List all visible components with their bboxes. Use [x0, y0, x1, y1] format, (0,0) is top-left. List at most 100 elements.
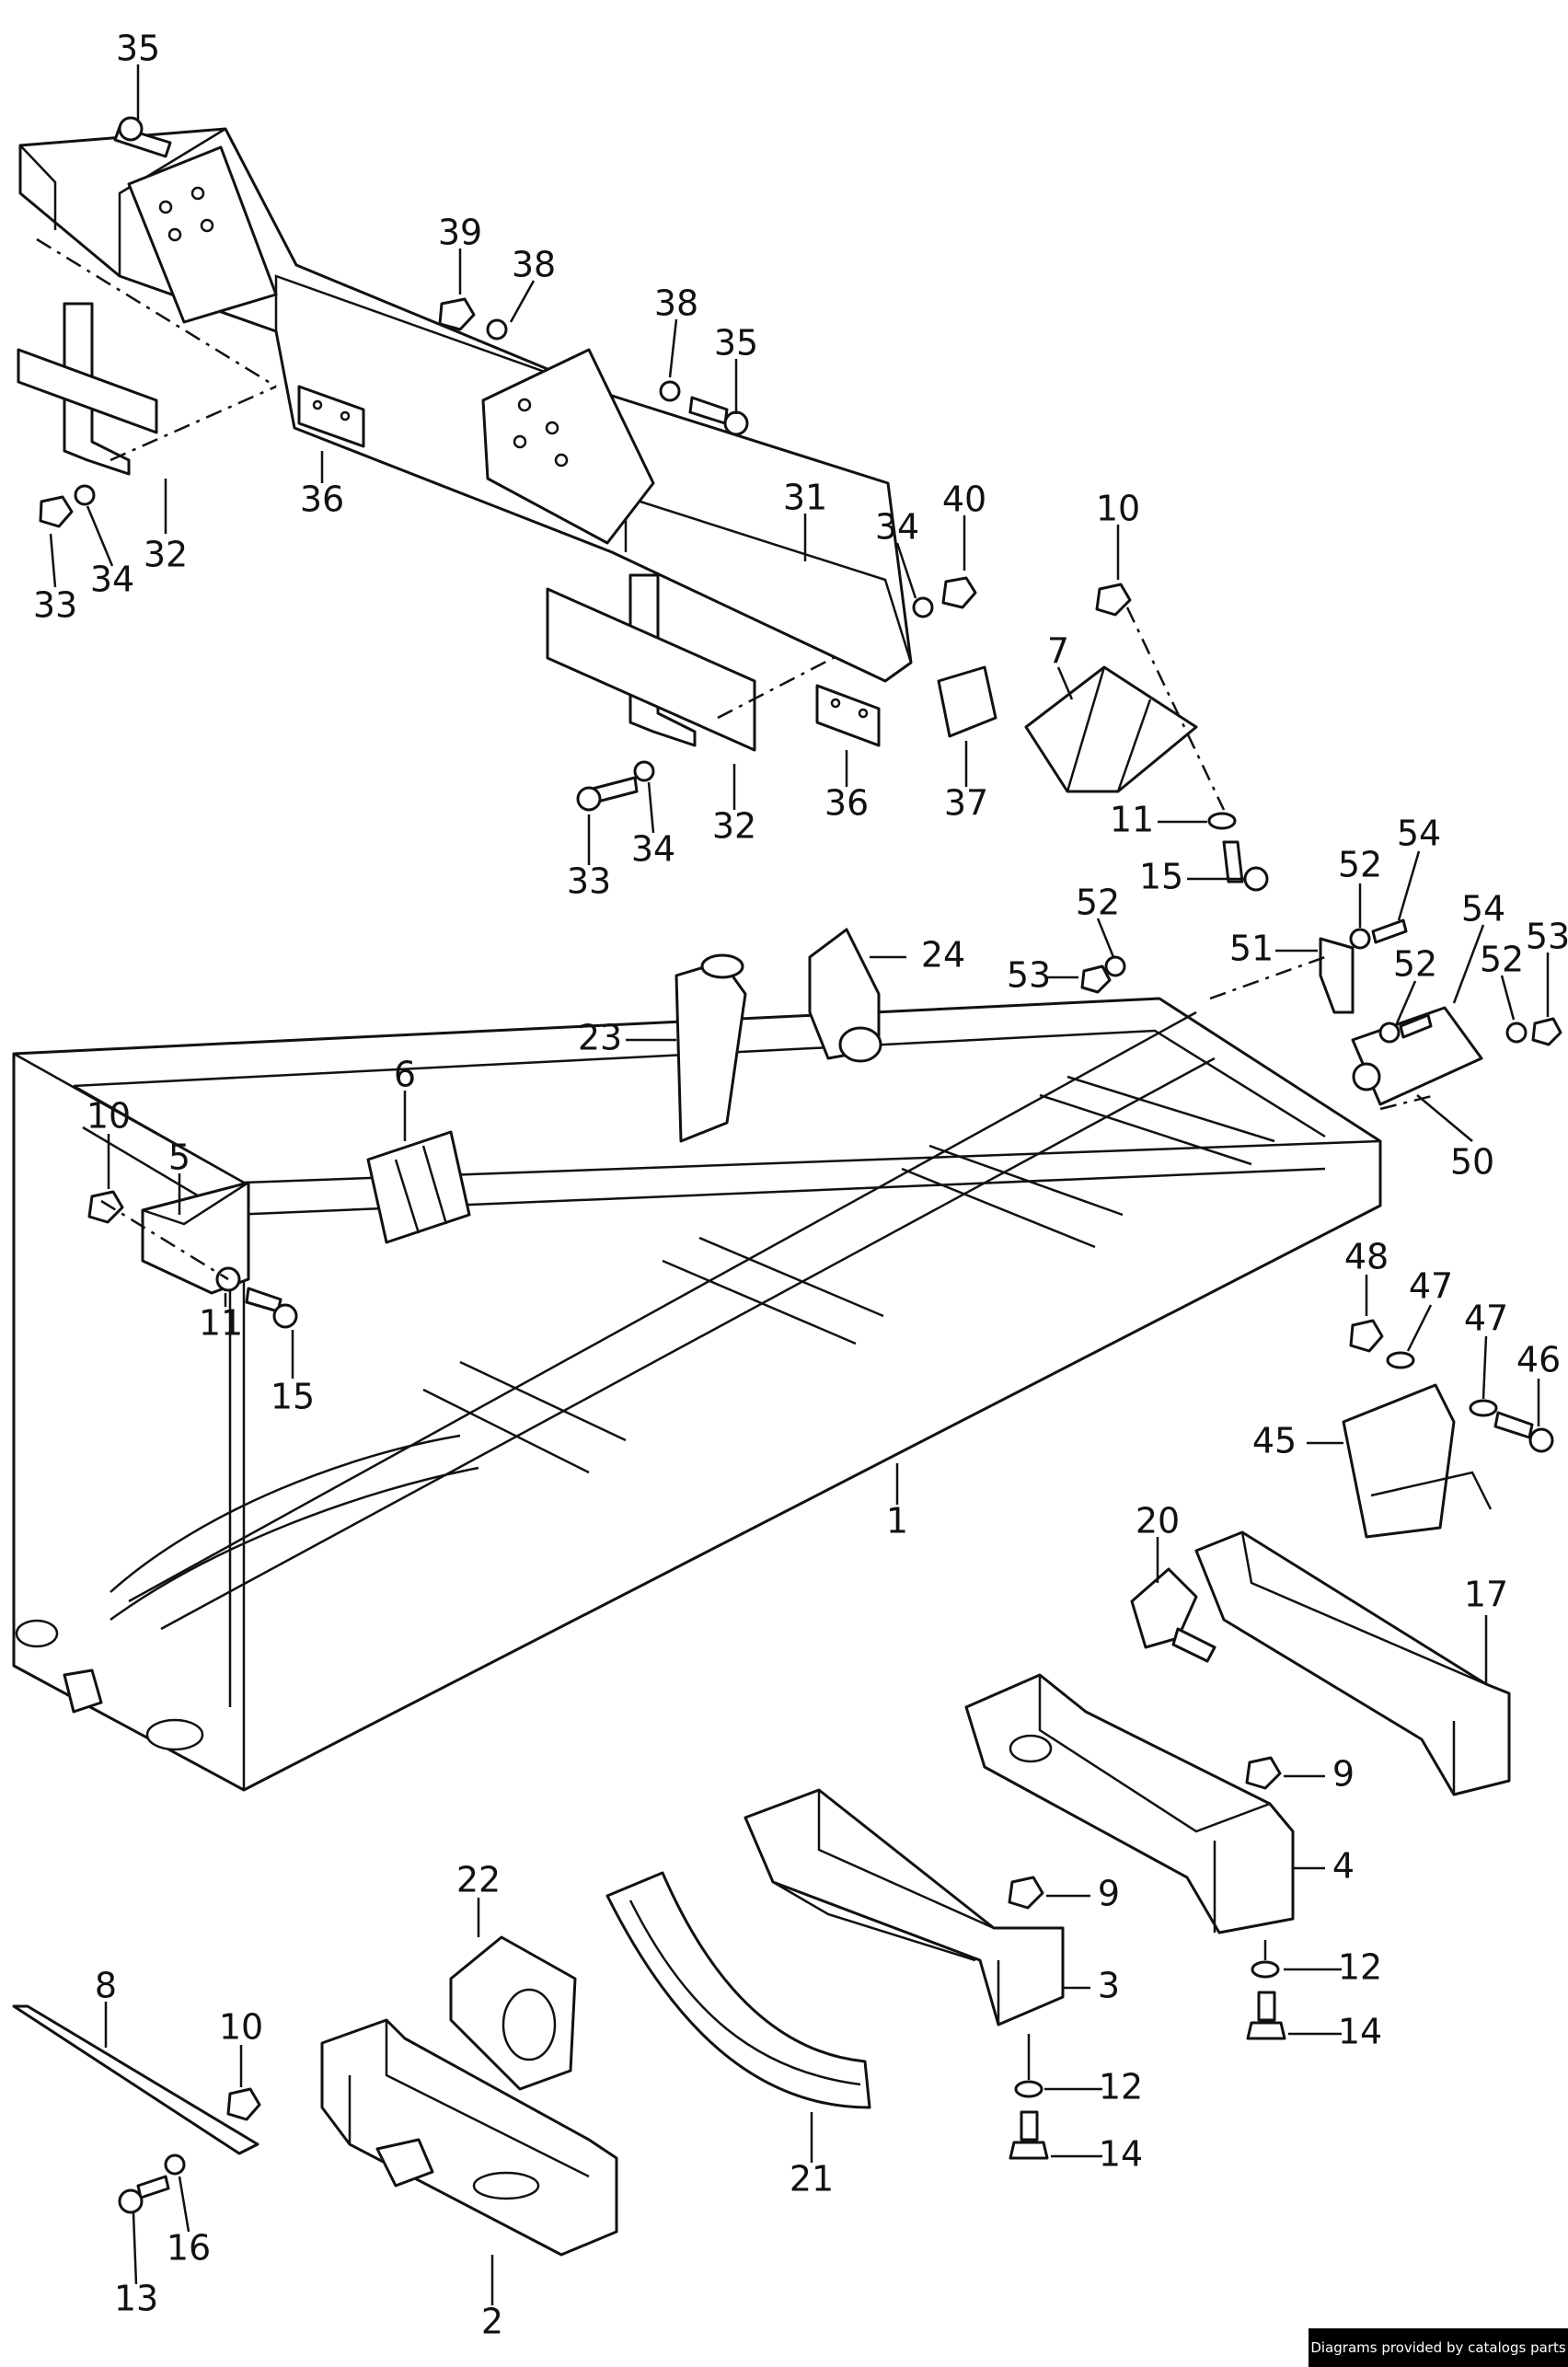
crossmember-3[interactable] — [744, 1788, 1065, 2026]
callout-36a: 36 — [300, 479, 344, 520]
washer-38-b[interactable] — [659, 380, 681, 402]
bolt-15-left[interactable] — [245, 1287, 298, 1329]
callout-51: 51 — [1229, 929, 1274, 969]
callout-32a: 32 — [144, 535, 188, 575]
nut-53-b[interactable] — [1531, 1017, 1562, 1046]
bracket-32-right[interactable] — [546, 573, 756, 752]
alignment-line-51 — [1209, 955, 1326, 1000]
screw-54-b[interactable] — [1399, 1013, 1433, 1039]
callout-11b: 11 — [199, 1303, 243, 1344]
mount-23[interactable] — [674, 953, 747, 1143]
curved-member-21[interactable] — [605, 1871, 871, 2109]
gusset-6[interactable] — [366, 1130, 471, 1244]
callout-34c: 34 — [631, 829, 675, 870]
bolt-13[interactable] — [118, 2175, 170, 2214]
callout-53b: 53 — [1526, 917, 1568, 957]
callout-38a: 38 — [512, 245, 556, 285]
bolt-35-right[interactable] — [688, 396, 749, 436]
alignment-line-50 — [1379, 1093, 1436, 1111]
frame-extension-31[interactable] — [18, 127, 913, 683]
bar-8[interactable] — [12, 2004, 259, 2155]
callout-14a: 14 — [1338, 2012, 1382, 2052]
bolt-15-top[interactable] — [1222, 840, 1269, 892]
screw-54-a[interactable] — [1371, 918, 1408, 944]
alignment-line-7 — [1125, 606, 1226, 811]
clamp-plate-36-right[interactable] — [815, 684, 881, 747]
nut-33-left[interactable] — [39, 495, 74, 528]
callout-15b: 15 — [271, 1377, 315, 1417]
callout-7: 7 — [1047, 631, 1069, 672]
callout-34b: 34 — [875, 507, 919, 548]
callout-12a: 12 — [1338, 1947, 1382, 1988]
nut-48[interactable] — [1349, 1319, 1384, 1353]
callout-2: 2 — [481, 2302, 503, 2342]
nut-40[interactable] — [941, 576, 977, 609]
washer-34-mid[interactable] — [912, 596, 934, 618]
callout-14b: 14 — [1099, 2134, 1143, 2175]
callout-54b: 54 — [1461, 889, 1505, 929]
callout-36b: 36 — [824, 783, 869, 824]
bolt-35-top[interactable] — [113, 116, 172, 158]
callout-21: 21 — [790, 2159, 834, 2200]
callout-1: 1 — [886, 1501, 908, 1541]
washer-34-right[interactable] — [633, 760, 655, 782]
washer-12-a[interactable] — [1251, 1960, 1280, 1979]
nut-39[interactable] — [438, 297, 476, 331]
washer-52-c[interactable] — [1378, 1022, 1401, 1044]
callout-4: 4 — [1332, 1846, 1355, 1887]
callout-13: 13 — [114, 2279, 158, 2319]
callout-labels: 1234567899101010111112121314141515161720… — [33, 29, 1568, 2342]
callout-12b: 12 — [1099, 2067, 1143, 2107]
front-crossmember-2[interactable] — [320, 2018, 618, 2257]
washer-47-b[interactable] — [1469, 1399, 1498, 1417]
bracket-45[interactable] — [1342, 1383, 1493, 1539]
nut-9-b[interactable] — [1008, 1876, 1044, 1910]
crossmember-17[interactable] — [1194, 1530, 1511, 1796]
callout-10b: 10 — [86, 1096, 131, 1137]
callout-35b: 35 — [714, 323, 758, 364]
end-cap-37[interactable] — [937, 665, 997, 738]
callout-8: 8 — [95, 1966, 117, 2006]
bolt-46[interactable] — [1493, 1411, 1554, 1453]
crossmember-4[interactable] — [964, 1673, 1295, 1934]
washer-47-a[interactable] — [1386, 1351, 1415, 1369]
bolt-14-a[interactable] — [1246, 1991, 1286, 2040]
callout-10a: 10 — [1096, 489, 1140, 529]
callout-20: 20 — [1136, 1501, 1180, 1541]
callout-3: 3 — [1098, 1966, 1120, 2006]
washer-38-a[interactable] — [486, 318, 508, 341]
callout-39: 39 — [438, 213, 482, 253]
callout-46: 46 — [1516, 1340, 1561, 1380]
bolt-33-right[interactable] — [576, 776, 639, 812]
washer-16[interactable] — [164, 2153, 186, 2176]
callout-47b: 47 — [1464, 1299, 1508, 1339]
callout-5: 5 — [168, 1137, 190, 1178]
bracket-32-left[interactable] — [17, 302, 158, 476]
support-bracket-7[interactable] — [1024, 665, 1198, 793]
plate-22[interactable] — [449, 1935, 577, 2091]
alignment-line-left — [36, 237, 277, 462]
nut-9-a[interactable] — [1245, 1756, 1282, 1790]
clamp-plate-36-left[interactable] — [297, 385, 365, 448]
washer-52-b[interactable] — [1104, 955, 1126, 977]
callout-6: 6 — [394, 1055, 416, 1095]
leader-lines — [49, 64, 1550, 2305]
nut-10-bottom[interactable] — [226, 2087, 261, 2121]
mount-24[interactable] — [808, 928, 882, 1063]
handle-20[interactable] — [1130, 1567, 1216, 1663]
callout-38b: 38 — [654, 283, 698, 324]
washer-11-top[interactable] — [1207, 812, 1237, 830]
washer-34-left[interactable] — [74, 484, 96, 506]
callout-10c: 10 — [219, 2007, 263, 2048]
bolt-14-b[interactable] — [1009, 2110, 1049, 2160]
nut-53-a[interactable] — [1080, 964, 1112, 994]
nut-10-left[interactable] — [87, 1190, 124, 1224]
callout-24: 24 — [921, 935, 965, 976]
nut-10-top[interactable] — [1095, 583, 1132, 617]
washer-52-a[interactable] — [1349, 928, 1371, 950]
washer-52-d[interactable] — [1505, 1022, 1528, 1044]
callout-35a: 35 — [116, 29, 160, 69]
washer-12-b[interactable] — [1014, 2080, 1043, 2098]
callout-34a: 34 — [90, 560, 134, 600]
bracket-51[interactable] — [1319, 937, 1355, 1014]
